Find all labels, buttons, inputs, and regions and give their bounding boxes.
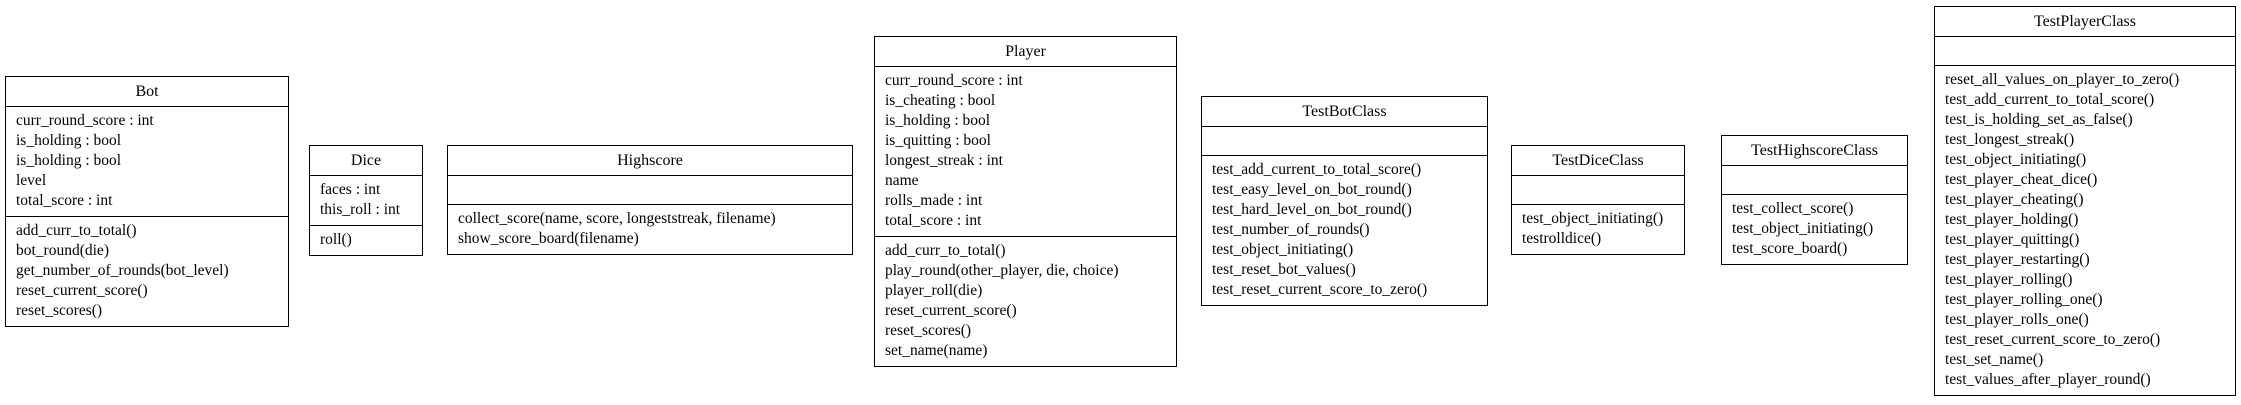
method: testrolldice()	[1522, 230, 1602, 247]
method: test_player_rolling_one()	[1945, 291, 2103, 308]
methods-section: add_curr_to_total() bot_round(die) get_n…	[6, 216, 288, 326]
class-testbotclass: TestBotClass test_add_current_to_total_s…	[1201, 96, 1488, 306]
method: test_hard_level_on_bot_round()	[1212, 201, 1412, 218]
attribute: is_cheating : bool	[885, 92, 996, 109]
class-testplayerclass: TestPlayerClass reset_all_values_on_play…	[1934, 6, 2236, 396]
method: show_score_board(filename)	[458, 230, 639, 247]
method: test_object_initiating()	[1732, 220, 1874, 237]
method: test_easy_level_on_bot_round()	[1212, 181, 1412, 198]
class-name: Bot	[6, 77, 288, 107]
methods-section: test_object_initiating() testrolldice()	[1512, 204, 1684, 254]
attribute: is_quitting : bool	[885, 132, 991, 149]
class-name: TestDiceClass	[1512, 146, 1684, 176]
method: test_player_rolls_one()	[1945, 311, 2089, 328]
attribute: level	[16, 172, 47, 189]
attributes-section	[1512, 176, 1684, 204]
methods-section: add_curr_to_total() play_round(other_pla…	[875, 236, 1176, 366]
class-name: TestBotClass	[1202, 97, 1487, 127]
class-bot: Bot curr_round_score : int is_holding : …	[5, 76, 289, 327]
method: test_object_initiating()	[1522, 210, 1664, 227]
class-dice: Dice faces : int this_roll : int roll()	[309, 145, 423, 256]
attribute: is_holding : bool	[16, 132, 122, 149]
method: play_round(other_player, die, choice)	[885, 262, 1119, 279]
class-name: Highscore	[448, 146, 852, 176]
method: test_values_after_player_round()	[1945, 371, 2151, 388]
method: test_player_quitting()	[1945, 231, 2080, 248]
method: test_object_initiating()	[1945, 151, 2087, 168]
class-highscore: Highscore collect_score(name, score, lon…	[447, 145, 853, 255]
method: player_roll(die)	[885, 282, 983, 299]
class-name: TestPlayerClass	[1935, 7, 2235, 37]
method: reset_current_score()	[885, 302, 1017, 319]
method: bot_round(die)	[16, 242, 109, 259]
methods-section: test_add_current_to_total_score() test_e…	[1202, 155, 1487, 305]
attribute: name	[885, 172, 919, 189]
method: test_object_initiating()	[1212, 241, 1354, 258]
attributes-section: faces : int this_roll : int	[310, 176, 422, 225]
attribute: total_score : int	[885, 212, 982, 229]
method: test_player_cheat_dice()	[1945, 171, 2098, 188]
attribute: total_score : int	[16, 192, 113, 209]
attribute: rolls_made : int	[885, 192, 983, 209]
method: test_player_rolling()	[1945, 271, 2073, 288]
attribute: this_roll : int	[320, 201, 401, 218]
attribute: is_holding : bool	[885, 112, 991, 129]
method: reset_scores()	[16, 302, 103, 319]
class-name: Dice	[310, 146, 422, 176]
attribute: curr_round_score : int	[16, 112, 154, 129]
methods-section: test_collect_score() test_object_initiat…	[1722, 194, 1907, 264]
class-name: Player	[875, 37, 1176, 67]
method: test_number_of_rounds()	[1212, 221, 1370, 238]
class-name: TestHighscoreClass	[1722, 136, 1907, 166]
method: roll()	[320, 231, 352, 248]
method: test_longest_streak()	[1945, 131, 2075, 148]
methods-section: reset_all_values_on_player_to_zero() tes…	[1935, 65, 2235, 395]
method: set_name(name)	[885, 342, 988, 359]
attribute: faces : int	[320, 181, 381, 198]
method: add_curr_to_total()	[885, 242, 1006, 259]
method: test_is_holding_set_as_false()	[1945, 111, 2133, 128]
method: test_collect_score()	[1732, 200, 1854, 217]
method: reset_current_score()	[16, 282, 148, 299]
method: reset_all_values_on_player_to_zero()	[1945, 71, 2180, 88]
attributes-section	[448, 176, 852, 204]
methods-section: roll()	[310, 225, 422, 255]
method: reset_scores()	[885, 322, 972, 339]
attributes-section: curr_round_score : int is_cheating : boo…	[875, 67, 1176, 236]
class-testhighscoreclass: TestHighscoreClass test_collect_score() …	[1721, 135, 1908, 265]
method: test_add_current_to_total_score()	[1212, 161, 1422, 178]
method: test_player_cheating()	[1945, 191, 2084, 208]
attribute: longest_streak : int	[885, 152, 1003, 169]
method: test_score_board()	[1732, 240, 1848, 257]
attributes-section	[1722, 166, 1907, 194]
method: collect_score(name, score, longeststreak…	[458, 210, 776, 227]
class-player: Player curr_round_score : int is_cheatin…	[874, 36, 1177, 367]
method: get_number_of_rounds(bot_level)	[16, 262, 229, 279]
method: test_player_restarting()	[1945, 251, 2090, 268]
method: test_reset_current_score_to_zero()	[1945, 331, 2161, 348]
method: test_reset_current_score_to_zero()	[1212, 281, 1428, 298]
method: add_curr_to_total()	[16, 222, 137, 239]
method: test_reset_bot_values()	[1212, 261, 1356, 278]
attributes-section: curr_round_score : int is_holding : bool…	[6, 107, 288, 216]
method: test_player_holding()	[1945, 211, 2079, 228]
methods-section: collect_score(name, score, longeststreak…	[448, 204, 852, 254]
attribute: curr_round_score : int	[885, 72, 1023, 89]
method: test_set_name()	[1945, 351, 2044, 368]
attribute: is_holding : bool	[16, 152, 122, 169]
method: test_add_current_to_total_score()	[1945, 91, 2155, 108]
attributes-section	[1202, 127, 1487, 155]
attributes-section	[1935, 37, 2235, 65]
class-testdiceclass: TestDiceClass test_object_initiating() t…	[1511, 145, 1685, 255]
